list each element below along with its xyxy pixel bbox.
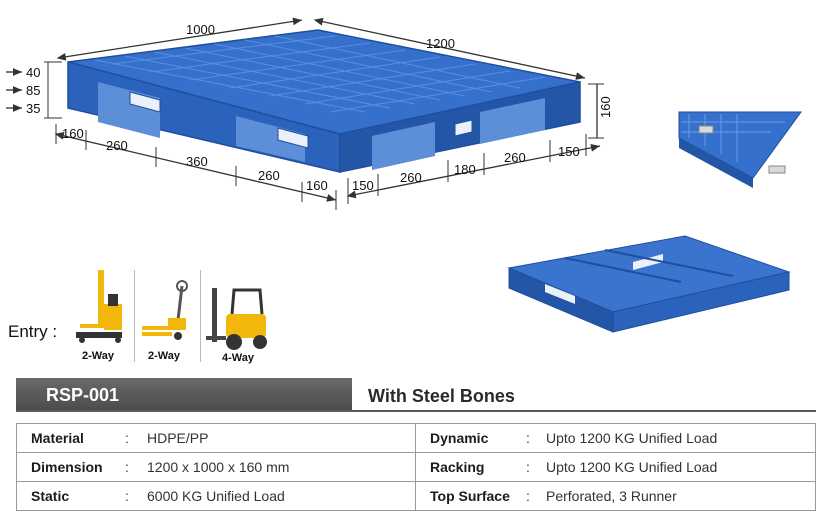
entry-option-1: 2-Way — [82, 350, 114, 362]
spec-value-dimension: 1200 x 1000 x 160 mm — [147, 459, 290, 475]
dim-front-260a: 260 — [106, 138, 128, 153]
spec-key-top-surface: Top Surface — [430, 488, 510, 504]
dim-width-1200: 1200 — [426, 36, 455, 51]
table-row: Static : 6000 KG Unified Load Top Surfac… — [16, 481, 816, 511]
dim-right-180: 180 — [454, 162, 476, 177]
spec-colon: : — [125, 430, 129, 446]
dim-layer-35: 35 — [26, 101, 40, 116]
spec-colon: : — [526, 459, 530, 475]
entry-option-3: 4-Way — [222, 352, 254, 364]
spec-value-material: HDPE/PP — [147, 430, 209, 446]
dim-front-360: 360 — [186, 154, 208, 169]
dim-front-160a: 160 — [62, 126, 84, 141]
dim-right-260a: 260 — [400, 170, 422, 185]
dim-right-260b: 260 — [504, 150, 526, 165]
dim-right-150a: 150 — [352, 178, 374, 193]
spec-key-dimension: Dimension — [31, 459, 103, 475]
side-layer-dimensions — [6, 61, 62, 119]
entry-divider — [200, 270, 201, 362]
pallet-bottom-runner-image — [507, 235, 791, 333]
spec-value-dynamic: Upto 1200 KG Unified Load — [546, 430, 718, 446]
entry-option-2: 2-Way — [148, 350, 180, 362]
spec-colon: : — [526, 488, 530, 504]
model-number: RSP-001 — [46, 385, 120, 405]
title-underline — [16, 410, 816, 412]
dim-right-150b: 150 — [558, 144, 580, 159]
entry-divider — [134, 270, 135, 362]
forklift-icon — [206, 288, 267, 350]
dim-front-260b: 260 — [258, 168, 280, 183]
steel-bone-rod-icon — [698, 125, 714, 134]
dim-height-160: 160 — [598, 96, 613, 118]
dim-front-160b: 160 — [306, 178, 328, 193]
spec-colon: : — [125, 459, 129, 475]
dim-length-1000: 1000 — [186, 22, 215, 37]
spec-value-static: 6000 KG Unified Load — [147, 488, 285, 504]
spec-value-top-surface: Perforated, 3 Runner — [546, 488, 677, 504]
dim-layer-40: 40 — [26, 65, 40, 80]
spec-key-static: Static — [31, 488, 70, 504]
dim-layer-85: 85 — [26, 83, 40, 98]
spec-colon: : — [125, 488, 129, 504]
entry-label: Entry : — [8, 322, 58, 341]
model-title-bar — [16, 378, 352, 412]
spec-table: Material : HDPE/PP Dynamic : Upto 1200 K… — [16, 423, 816, 511]
electric-stacker-icon — [76, 270, 122, 343]
steel-bone-closeup-image — [678, 111, 802, 188]
spec-key-racking: Racking — [430, 459, 485, 475]
table-row: Dimension : 1200 x 1000 x 160 mm Racking… — [16, 452, 816, 482]
spec-key-material: Material — [31, 430, 84, 446]
table-row: Material : HDPE/PP Dynamic : Upto 1200 K… — [16, 423, 816, 453]
product-subtitle: With Steel Bones — [368, 386, 515, 406]
spec-colon: : — [526, 430, 530, 446]
pallet-dimension-diagram: 1000 1200 160 40 85 35 160 260 360 260 1… — [6, 17, 613, 210]
spec-value-racking: Upto 1200 KG Unified Load — [546, 459, 718, 475]
hand-pallet-truck-icon — [142, 280, 188, 340]
spec-key-dynamic: Dynamic — [430, 430, 489, 446]
